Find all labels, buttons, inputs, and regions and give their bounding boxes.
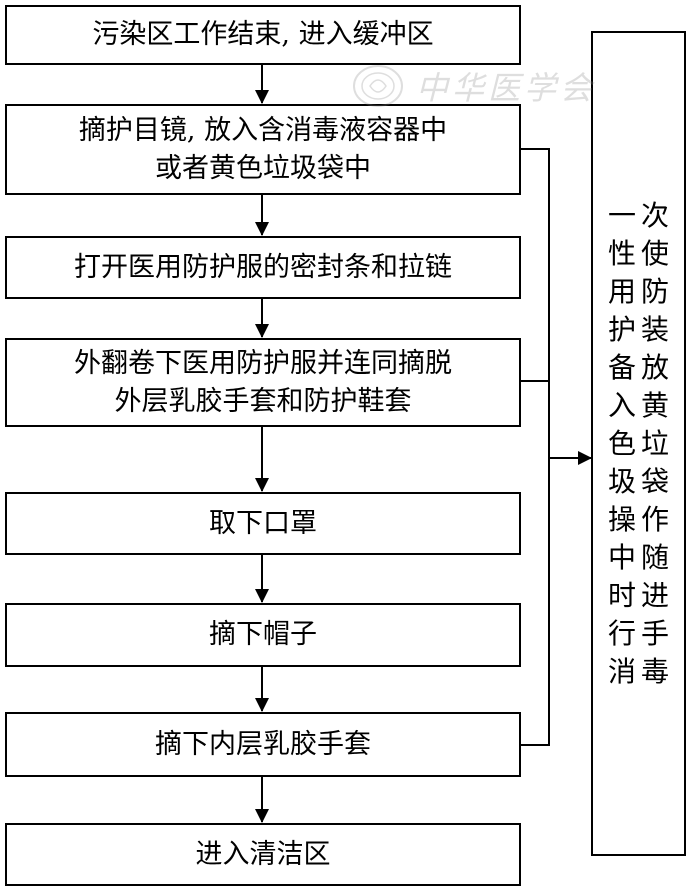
side-note-char: 性 — [607, 236, 636, 270]
side-bracket — [520, 148, 550, 746]
side-note-char: 消 — [607, 654, 636, 688]
step-box-1: 污染区工作结束, 进入缓冲区 — [5, 5, 521, 65]
side-note-char: 随 — [640, 540, 669, 574]
side-note-char: 操 — [607, 502, 636, 536]
side-note-char: 次 — [640, 198, 669, 232]
side-note-char: 袋 — [640, 464, 669, 498]
step-box-8: 进入清洁区 — [5, 823, 521, 886]
side-note-char: 使 — [640, 236, 669, 270]
side-note-char: 毒 — [640, 654, 669, 688]
step-box-6: 摘下帽子 — [5, 603, 521, 667]
side-note-char: 垃 — [640, 426, 669, 460]
side-note-box: 一次性使用防护装备放入黄色垃圾袋操作中随时进行手消毒 — [591, 31, 686, 856]
step-2-line-1: 摘护目镜, 放入含消毒液容器中 — [78, 114, 448, 146]
step-box-5: 取下口罩 — [5, 492, 521, 555]
step-2-line-2: 或者黄色垃圾袋中 — [155, 152, 371, 184]
side-note-char: 备 — [607, 350, 636, 384]
side-note-char: 行 — [607, 616, 636, 650]
side-note-char: 防 — [640, 274, 669, 308]
side-note-char: 用 — [607, 274, 636, 308]
side-note-char: 进 — [640, 578, 669, 612]
side-note-char: 放 — [640, 350, 669, 384]
side-note-char: 色 — [607, 426, 636, 460]
side-note-char: 护 — [607, 312, 636, 346]
step-box-2: 摘护目镜, 放入含消毒液容器中 或者黄色垃圾袋中 — [5, 104, 521, 195]
step-3-line-1: 打开医用防护服的密封条和拉链 — [74, 251, 452, 283]
watermark-text: 中华医学会 — [416, 69, 597, 107]
step-box-7: 摘下内层乳胶手套 — [5, 712, 521, 777]
step-4-line-2: 外层乳胶手套和防护鞋套 — [114, 385, 412, 417]
step-box-4: 外翻卷下医用防护服并连同摘脱 外层乳胶手套和防护鞋套 — [5, 338, 521, 427]
side-note-char: 入 — [607, 388, 636, 422]
side-note-char: 作 — [640, 502, 669, 536]
side-note-char: 装 — [640, 312, 669, 346]
side-note-char: 时 — [607, 578, 636, 612]
side-note-char: 黄 — [640, 388, 669, 422]
side-note-char: 一 — [607, 198, 636, 232]
step-7-line-1: 摘下内层乳胶手套 — [155, 728, 371, 760]
watermark: 中华医学会 — [352, 64, 596, 108]
step-6-line-1: 摘下帽子 — [209, 619, 317, 650]
side-note-char: 圾 — [607, 464, 636, 498]
side-note-text: 一次性使用防护装备放入黄色垃圾袋操作中随时进行手消毒 — [607, 199, 671, 689]
side-note-char: 中 — [607, 540, 636, 574]
seal-icon — [353, 65, 403, 107]
step-4-line-1: 外翻卷下医用防护服并连同摘脱 — [74, 347, 452, 379]
side-note-char: 手 — [640, 616, 669, 650]
step-5-line-1: 取下口罩 — [209, 507, 317, 539]
step-1-line-1: 污染区工作结束, 进入缓冲区 — [92, 19, 434, 50]
step-box-3: 打开医用防护服的密封条和拉链 — [5, 236, 521, 299]
step-8-line-1: 进入清洁区 — [195, 838, 331, 870]
